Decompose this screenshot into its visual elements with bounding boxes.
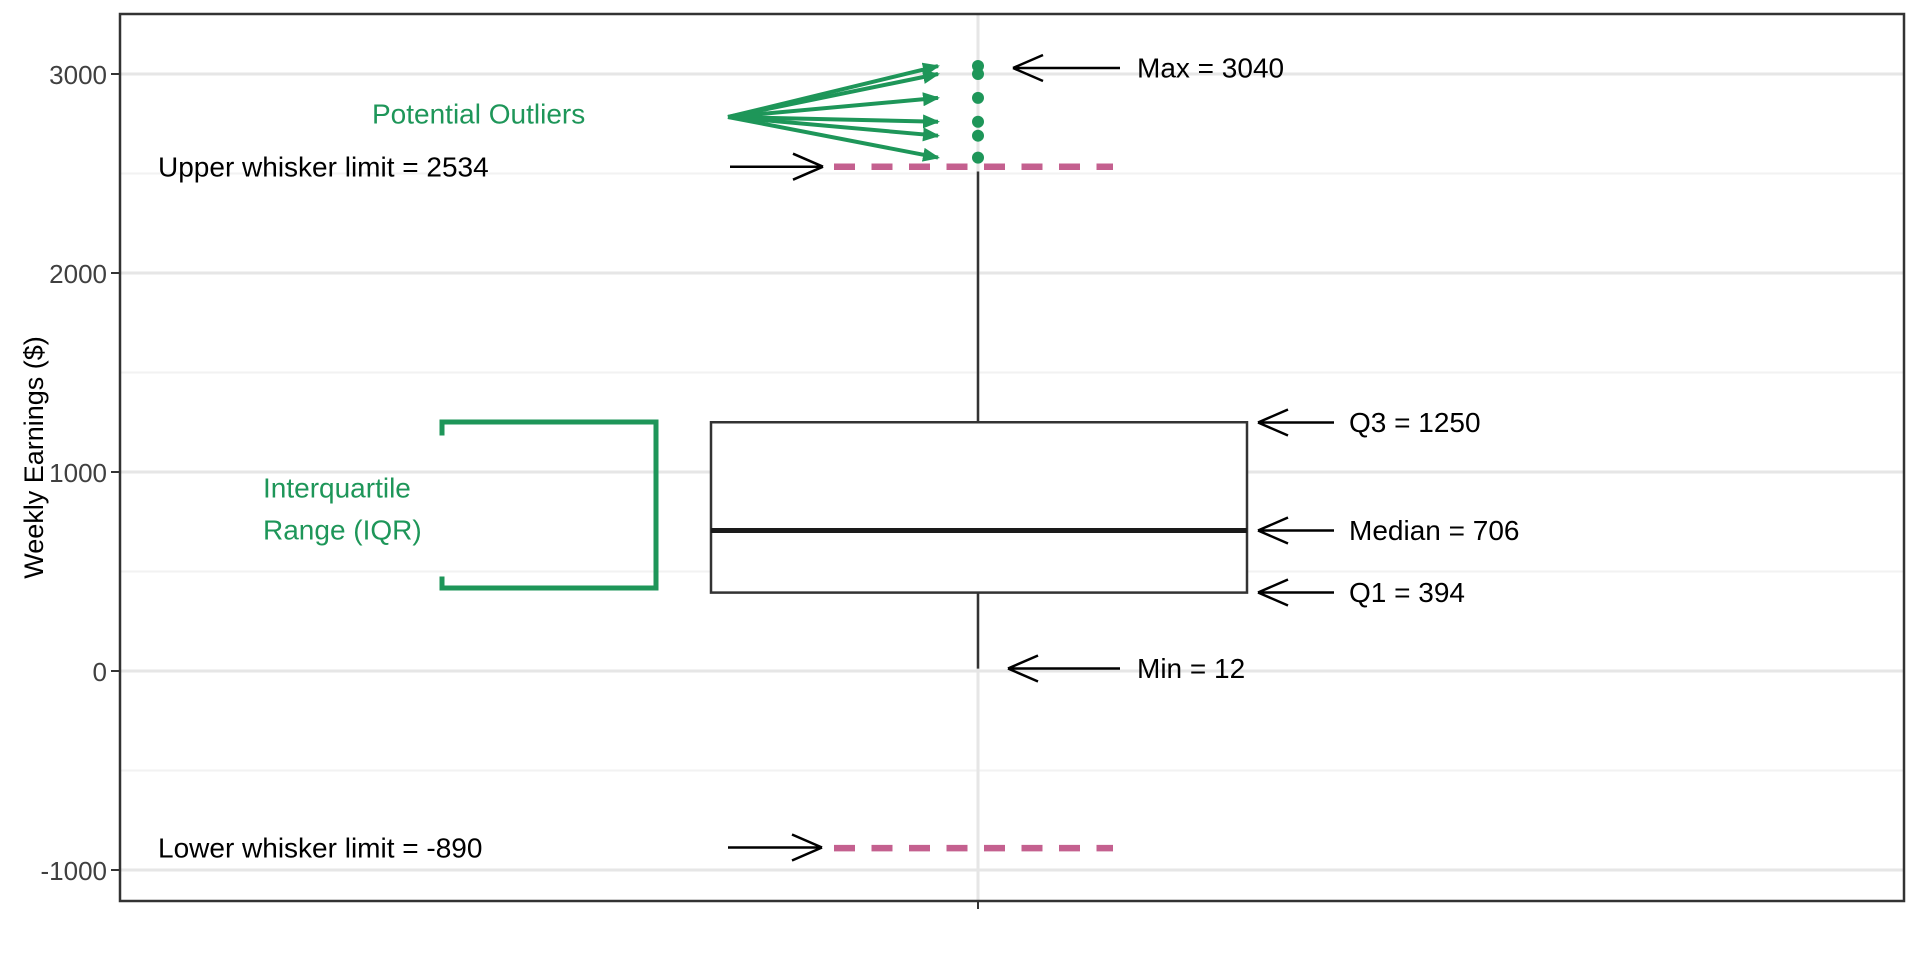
potential-outliers-label: Potential Outliers [372,99,585,130]
iqr-label-line-2: Range (IQR) [263,515,422,546]
min-label: Min = 12 [1137,653,1245,684]
upper-whisker-limit-label: Upper whisker limit = 2534 [158,152,489,183]
outlier-arrow-2580 [727,115,940,162]
min-arrow [1007,654,1120,683]
outlier-arrow-2880 [727,92,940,119]
median-label: Median = 706 [1349,515,1519,546]
outlier-arrow-2760 [727,114,940,129]
iqr-bracket [439,419,659,591]
lower-whisker-limit-label: Lower whisker limit = -890 [158,833,482,864]
q1-arrow [1257,578,1334,607]
outlier-point-2880 [972,91,984,104]
q3-label: Q3 = 1250 [1349,407,1481,438]
median-arrow [1257,516,1334,545]
y-tick-label--1000: -1000 [41,856,108,886]
outlier-arrow-2690 [727,115,940,142]
outlier-point-2760 [972,115,984,128]
outlier-arrow-3000 [727,70,940,119]
panel-border [118,12,1906,903]
y-tick-label-1000: 1000 [49,458,107,488]
q1-label: Q1 = 394 [1349,577,1465,608]
q3-arrow [1257,408,1334,437]
max-arrow [1012,53,1120,83]
y-tick-label-2000: 2000 [49,259,107,289]
upper-limit-arrow [730,152,824,181]
lower-limit-arrow [728,833,823,862]
outlier-point-2580 [972,151,984,164]
outlier-point-2690 [972,129,984,142]
y-tick-label-3000: 3000 [49,60,107,90]
y-tick-label-0: 0 [93,657,107,687]
y-axis-title: Weekly Earnings ($) [19,336,49,579]
iqr-box [709,421,1249,594]
outlier-point-3000 [972,68,984,80]
iqr-label-line-1: Interquartile [263,473,411,504]
max-label: Max = 3040 [1137,53,1284,84]
